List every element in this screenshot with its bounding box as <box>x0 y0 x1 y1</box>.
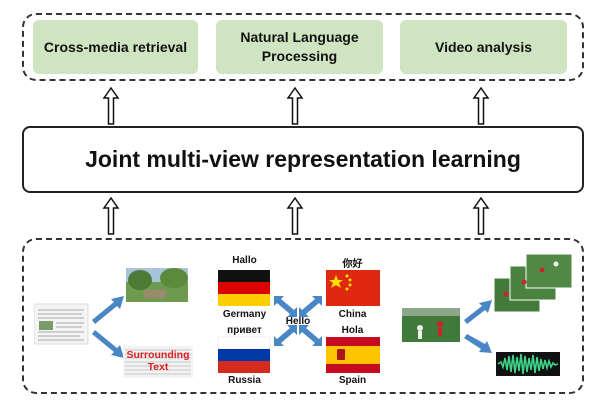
joint-representation-box: Joint multi-view representation learning <box>22 126 584 193</box>
double-arrow-icon <box>274 325 297 346</box>
greeting-russian: привет <box>227 325 262 336</box>
keyframe-stack <box>493 253 573 313</box>
china-flag-icon <box>326 270 380 306</box>
country-germany: Germany <box>222 309 267 320</box>
applications-group <box>22 13 584 81</box>
views-group <box>22 238 584 394</box>
greeting-german: Hallo <box>232 255 257 266</box>
germany-flag-icon <box>218 270 270 306</box>
application-label: Natural Language Processing <box>240 29 359 64</box>
blue-arrows <box>92 296 124 358</box>
double-arrow-icon <box>299 325 322 346</box>
blue-arrow-icon <box>464 334 492 353</box>
up-arrow-icon <box>472 196 490 235</box>
up-arrow-icon <box>102 196 120 235</box>
country-spain: Spain <box>338 375 367 386</box>
application-label: Cross-media retrieval <box>43 38 188 55</box>
greeting-chinese: 你好 <box>342 259 363 270</box>
spain-flag-icon <box>326 337 380 373</box>
core-box-label: Joint multi-view representation learning <box>85 146 521 172</box>
center-word: Hello <box>285 316 311 327</box>
blue-arrow-icon <box>464 300 492 324</box>
surrounding-text-block <box>123 346 193 378</box>
country-russia: Russia <box>228 375 261 386</box>
landscape-photo <box>126 268 188 302</box>
multimedia-view <box>34 268 193 378</box>
video-view <box>402 253 573 376</box>
up-arrow-icon <box>286 86 304 125</box>
up-arrow-icon <box>472 86 490 125</box>
audio-waveform <box>496 352 560 376</box>
blue-arrows <box>274 296 322 346</box>
surrounding-text-label: Surrounding Text <box>126 349 190 373</box>
multilingual-view <box>217 270 380 373</box>
application-cross-media-retrieval: Cross-media retrieval <box>33 20 198 74</box>
application-nlp: Natural Language Processing <box>216 20 383 74</box>
double-arrow-icon <box>274 296 297 317</box>
blue-arrows <box>464 300 492 353</box>
application-label: Video analysis <box>434 38 532 55</box>
country-china: China <box>338 309 367 320</box>
application-video-analysis: Video analysis <box>400 20 567 74</box>
up-arrow-icon <box>286 196 304 235</box>
document-thumbnail <box>34 303 89 345</box>
up-arrow-icon <box>102 86 120 125</box>
video-frame <box>402 308 460 342</box>
blue-arrow-icon <box>92 296 124 324</box>
blue-arrow-icon <box>92 330 124 358</box>
double-arrow-icon <box>299 296 322 317</box>
greeting-spanish: Hola <box>341 325 364 336</box>
russia-flag-icon <box>217 336 271 373</box>
